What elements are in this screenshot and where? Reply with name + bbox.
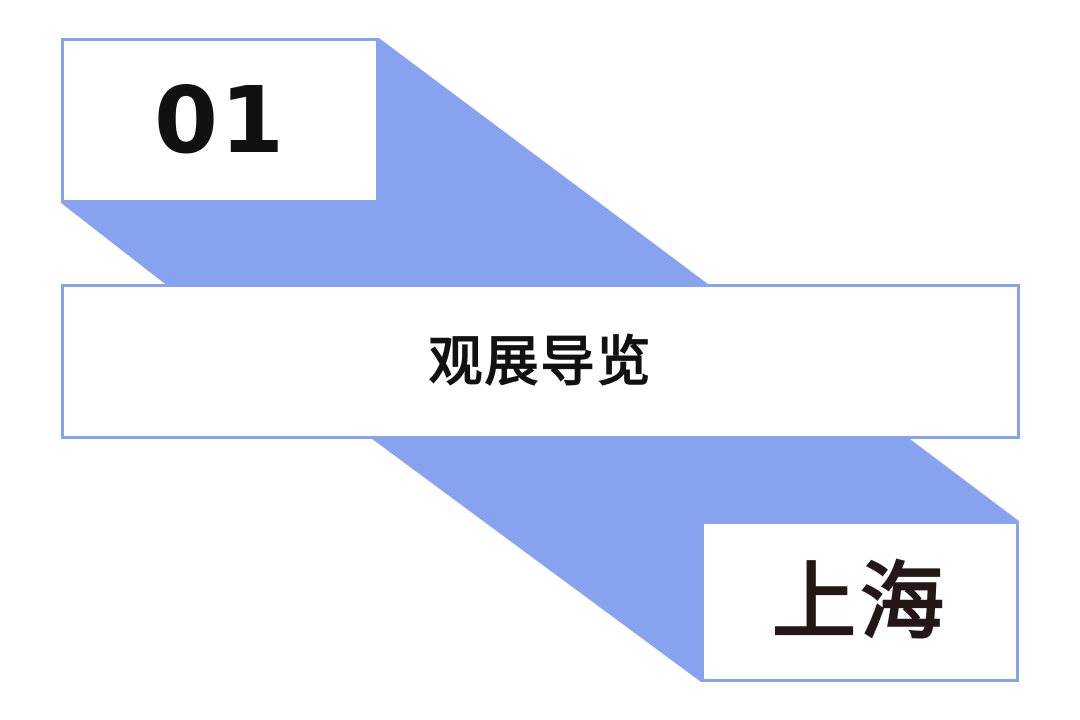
ribbon-upper-band [61, 38, 708, 284]
city-label: 上海 [771, 552, 948, 651]
section-title-box: 观展导览 [61, 284, 1020, 439]
section-number: 01 [153, 66, 287, 174]
section-title: 观展导览 [428, 329, 653, 393]
section-number-box: 01 [61, 38, 379, 203]
city-box: 上海 [701, 521, 1019, 682]
